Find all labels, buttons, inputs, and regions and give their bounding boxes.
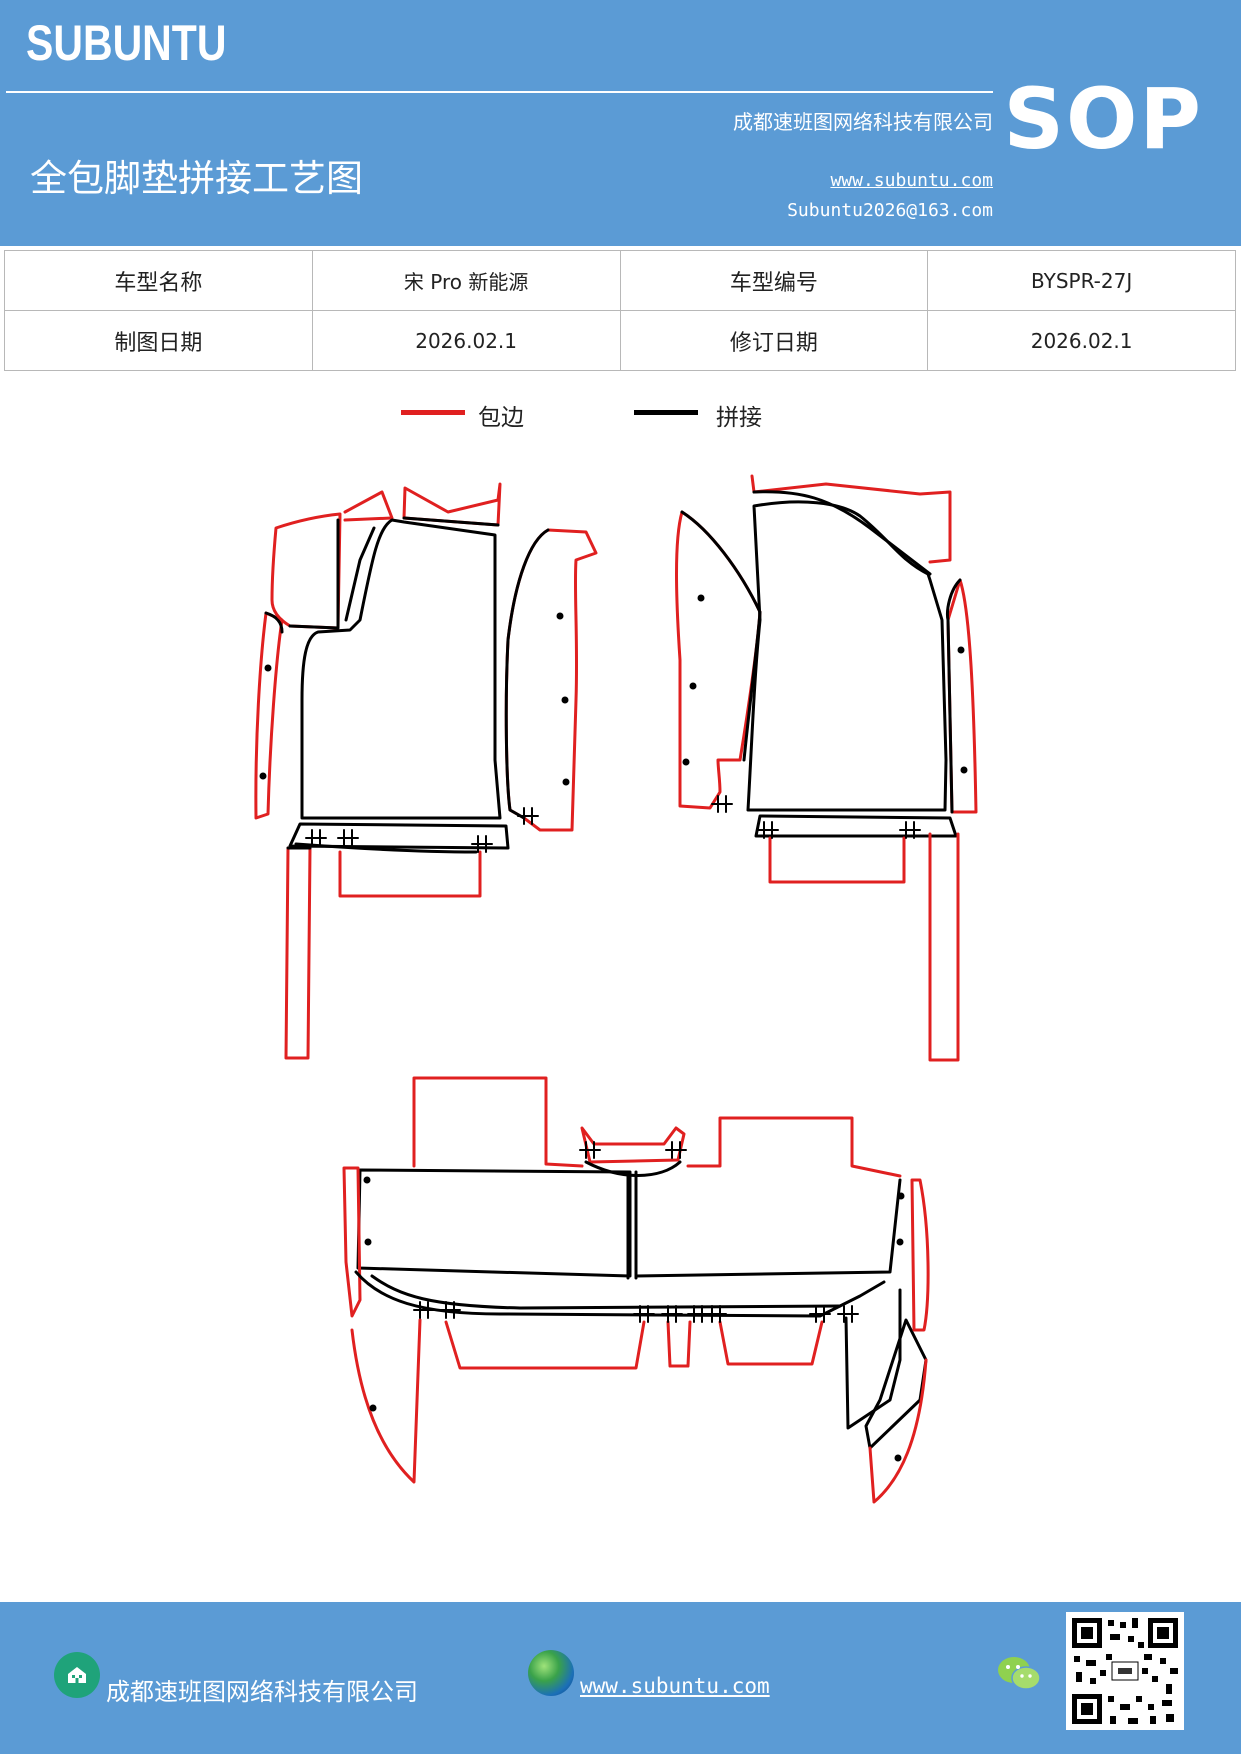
info-table: 车型名称 宋 Pro 新能源 车型编号 BYSPR-27J 制图日期 2026.… bbox=[4, 250, 1236, 371]
sop-badge: SOP bbox=[1003, 70, 1203, 168]
globe-icon bbox=[528, 1650, 574, 1696]
table-row: 车型名称 宋 Pro 新能源 车型编号 BYSPR-27J bbox=[4, 250, 1236, 311]
draw-date-label: 制图日期 bbox=[4, 310, 313, 371]
brand-logo: SUBUNTU bbox=[26, 15, 227, 71]
revision-date-label: 修订日期 bbox=[619, 310, 929, 371]
model-code-value: BYSPR-27J bbox=[927, 250, 1236, 311]
legend-swatch-splice bbox=[634, 410, 698, 415]
building-icon bbox=[54, 1652, 100, 1698]
clip-dots bbox=[259, 594, 968, 1462]
header-banner: SUBUNTU 成都速班图网络科技有限公司 全包脚垫拼接工艺图 www.subu… bbox=[0, 0, 1241, 246]
model-name-label: 车型名称 bbox=[4, 250, 313, 311]
model-code-label: 车型编号 bbox=[619, 250, 929, 311]
model-name-value: 宋 Pro 新能源 bbox=[311, 250, 621, 311]
header-divider bbox=[6, 91, 993, 93]
rear-mat bbox=[342, 1076, 930, 1504]
legend-label-splice: 拼接 bbox=[716, 405, 762, 431]
revision-date-value: 2026.02.1 bbox=[927, 310, 1236, 371]
footer-website-link[interactable]: www.subuntu.com bbox=[580, 1674, 770, 1698]
front-right-mat bbox=[675, 474, 978, 1062]
table-row: 制图日期 2026.02.1 修订日期 2026.02.1 bbox=[4, 310, 1236, 371]
page-title: 全包脚垫拼接工艺图 bbox=[30, 157, 363, 200]
website-link[interactable]: www.subuntu.com bbox=[830, 170, 993, 191]
email-address: Subuntu2026@163.com bbox=[787, 200, 993, 221]
legend: 包边 拼接 bbox=[0, 400, 1241, 440]
front-left-mat bbox=[254, 482, 598, 1060]
wechat-icon[interactable] bbox=[996, 1654, 1042, 1694]
legend-label-binding: 包边 bbox=[478, 405, 524, 431]
footer-company-name: 成都速班图网络科技有限公司 bbox=[106, 1678, 418, 1706]
footer-banner: 成都速班图网络科技有限公司 www.subuntu.com bbox=[0, 1602, 1241, 1754]
company-name: 成都速班图网络科技有限公司 bbox=[733, 110, 993, 134]
legend-swatch-binding bbox=[401, 410, 465, 415]
splice-markers bbox=[305, 795, 921, 1323]
draw-date-value: 2026.02.1 bbox=[311, 310, 621, 371]
qr-code bbox=[1066, 1612, 1184, 1730]
